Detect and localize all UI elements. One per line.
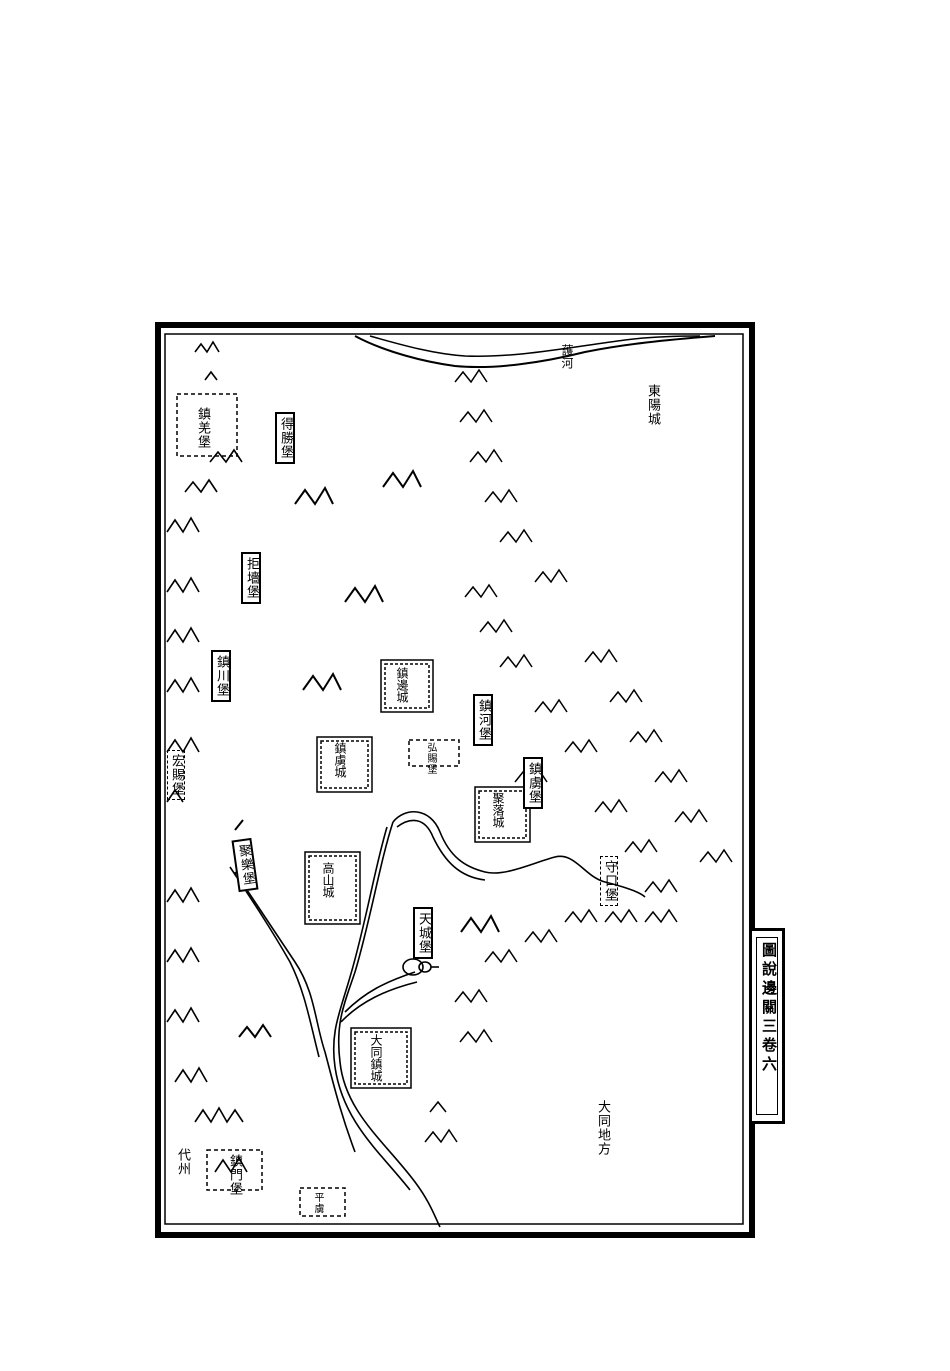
place-label-small-center: 弘賜堡 xyxy=(425,742,436,775)
map-drawing xyxy=(155,322,755,1238)
fort-label-center-north: 鎮邊城 xyxy=(395,667,409,703)
place-label-left: 鎮川堡 xyxy=(211,650,231,702)
north-river xyxy=(354,335,716,369)
side-tab: 圖說邊關三卷六 xyxy=(752,928,785,1124)
fort-label-center-right: 聚落城 xyxy=(491,792,505,828)
river-name-label: 䕶河 xyxy=(560,344,574,370)
place-label-west-edge: 宏賜堡 xyxy=(167,750,185,800)
northeast-label: 東陽城 xyxy=(645,384,660,426)
place-label-lower-center: 鎮門堡 xyxy=(227,1154,242,1196)
place-label-bottom-left: 代州 xyxy=(175,1148,190,1176)
place-label-right-1: 鎮河堡 xyxy=(473,694,493,746)
region-label-southeast: 大同地方 xyxy=(595,1100,610,1156)
place-label-mid-left: 拒墻堡 xyxy=(241,552,261,604)
place-label-upper-left: 鎮羌堡 xyxy=(195,407,210,449)
side-tab-inner: 圖說邊關三卷六 xyxy=(756,937,778,1115)
place-label-northwest-fort: 得勝堡 xyxy=(275,412,295,464)
map-frame: 䕶河 東陽城 得勝堡 鎮羌堡 拒墻堡 鎮川堡 宏賜堡 鎮邊城 鎮虜城 聚落城 高… xyxy=(155,322,755,1238)
fort-label-center-lower: 高山城 xyxy=(321,862,335,898)
place-label-bottom-center: 平虜 xyxy=(312,1192,323,1214)
side-tab-title: 圖說邊關三卷六 xyxy=(760,942,778,1075)
place-label-right-3: 守口堡 xyxy=(600,856,618,906)
fort-label-south: 大同鎮城 xyxy=(369,1034,383,1082)
fort-label-center-left: 鎮虜城 xyxy=(333,742,347,778)
place-label-right-4: 天城堡 xyxy=(413,907,433,959)
place-label-right-2: 鎮虜堡 xyxy=(523,757,543,809)
